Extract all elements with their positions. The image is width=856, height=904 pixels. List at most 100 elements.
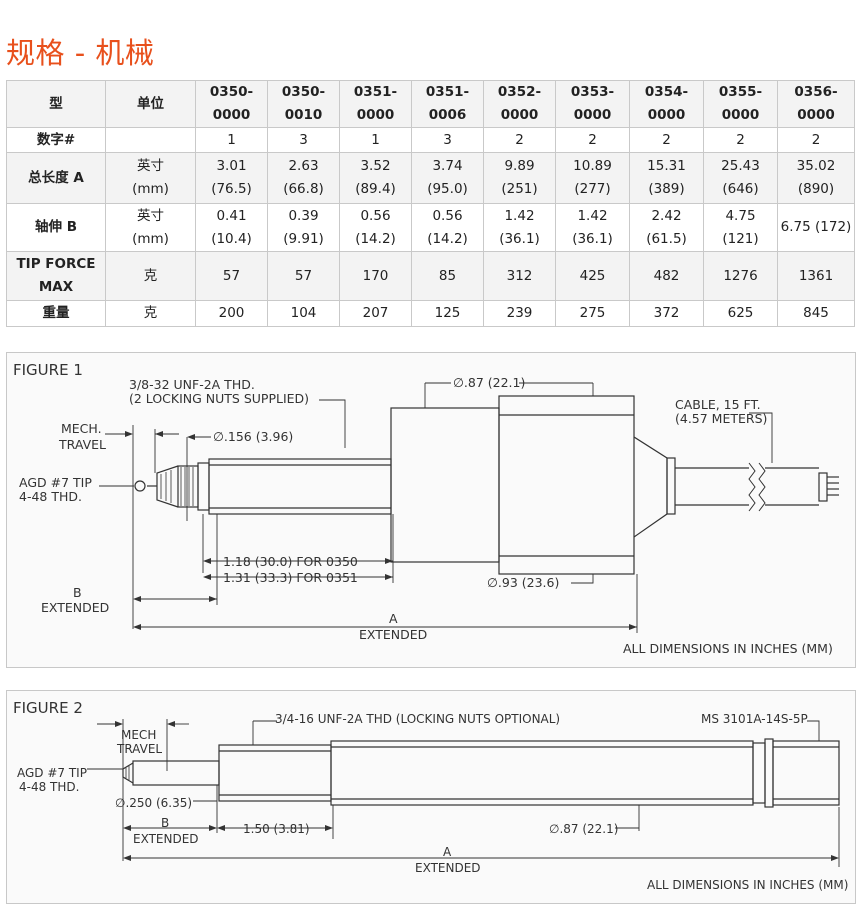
- tip-ball: [134, 480, 146, 492]
- table-cell: 207: [339, 300, 412, 327]
- figure-2-panel: FIGURE 2: [6, 690, 856, 904]
- main-body: [330, 740, 754, 806]
- b-label: B: [73, 585, 82, 600]
- figure-1-title: FIGURE 1: [13, 361, 83, 379]
- main-housing: [498, 395, 635, 575]
- figure-1-drawing: FIGURE 1: [13, 361, 839, 656]
- header-cell: 0356- 0000: [777, 80, 855, 128]
- table-cell: 57: [195, 251, 268, 301]
- b-label: B: [161, 816, 169, 830]
- a-label: A: [389, 611, 398, 626]
- shaft-dia-label: ∅.250 (6.35): [115, 796, 192, 810]
- threaded-section: [218, 744, 332, 802]
- table-cell: 1.42 (36.1): [555, 203, 630, 252]
- table-cell: 0.56 (14.2): [411, 203, 484, 252]
- table-row: TIP FORCE MAX 克 57 57 170 85 312 425 482…: [6, 251, 855, 301]
- connector: [772, 740, 840, 806]
- table-cell: 200: [195, 300, 268, 327]
- header-cell: 0350- 0010: [267, 80, 340, 128]
- shaft-dia-label: ∅.156 (3.96): [213, 429, 293, 444]
- table-header-row: 型 单位 0350- 0000 0350- 0010 0351- 0000 03…: [6, 80, 855, 128]
- header-cell: 0351- 0006: [411, 80, 484, 128]
- table-cell: 2: [777, 127, 855, 153]
- table-cell: 2: [703, 127, 778, 153]
- unit-cell: 克: [105, 300, 196, 327]
- header-cell: 0353- 0000: [555, 80, 630, 128]
- table-cell: 15.31 (389): [629, 152, 704, 204]
- table-cell: 1276: [703, 251, 778, 301]
- table-cell: 9.89 (251): [483, 152, 556, 204]
- table-cell: 170: [339, 251, 412, 301]
- travel-label: TRAVEL: [116, 742, 162, 756]
- table-cell: 25.43 (646): [703, 152, 778, 204]
- row-label: 重量: [6, 300, 106, 327]
- page-title: 规格 - 机械: [6, 36, 155, 70]
- table-cell: 312: [483, 251, 556, 301]
- row-label: 轴伸 B: [6, 203, 106, 252]
- b-extended-label: EXTENDED: [41, 600, 109, 615]
- table-cell: 275: [555, 300, 630, 327]
- unit-cell: 英寸 (mm): [105, 152, 196, 204]
- spec-table: 型 单位 0350- 0000 0350- 0010 0351- 0000 03…: [6, 80, 855, 327]
- tip-label: AGD #7 TIP: [19, 475, 92, 490]
- table-cell: 425: [555, 251, 630, 301]
- a-extended-label: EXTENDED: [415, 861, 481, 875]
- mech-label: MECH.: [61, 421, 102, 436]
- figure-2-drawing: FIGURE 2: [13, 699, 848, 892]
- unit-cell: 克: [105, 251, 196, 301]
- header-cell: 0351- 0000: [339, 80, 412, 128]
- header-cell: 单位: [105, 80, 196, 128]
- table-cell: 2.42 (61.5): [629, 203, 704, 252]
- table-row: 数字# 1 3 1 3 2 2 2 2 2: [6, 127, 855, 153]
- unit-cell: [105, 127, 196, 153]
- row-label: TIP FORCE MAX: [6, 251, 106, 301]
- table-cell: 10.89 (277): [555, 152, 630, 204]
- mid-housing: [390, 407, 500, 563]
- table-cell: 482: [629, 251, 704, 301]
- table-cell: 3: [411, 127, 484, 153]
- table-cell: 845: [777, 300, 855, 327]
- length-label: 1.50 (3.81): [243, 822, 310, 836]
- table-cell: 2: [555, 127, 630, 153]
- figure-2-title: FIGURE 2: [13, 699, 83, 717]
- row-label: 总长度 A: [6, 152, 106, 204]
- connector-label: MS 3101A-14S-5P: [701, 712, 808, 726]
- thread-label: 3/8-32 UNF-2A THD.: [129, 377, 255, 392]
- table-cell: 6.75 (172): [777, 203, 855, 252]
- table-cell: 0.39 (9.91): [267, 203, 340, 252]
- cable-label: CABLE, 15 FT.: [675, 397, 761, 412]
- table-cell: 57: [267, 251, 340, 301]
- table-cell: 104: [267, 300, 340, 327]
- tip-thread-label: 4-48 THD.: [19, 780, 79, 794]
- table-cell: 0.41 (10.4): [195, 203, 268, 252]
- table-cell: 4.75 (121): [703, 203, 778, 252]
- table-row: 轴伸 B 英寸 (mm) 0.41 (10.4) 0.39 (9.91) 0.5…: [6, 203, 855, 252]
- body-dia-label: ∅.87 (22.1): [453, 375, 525, 390]
- a-label: A: [443, 845, 452, 859]
- unit-cell: 英寸 (mm): [105, 203, 196, 252]
- taper-section: [633, 436, 668, 538]
- table-row: 总长度 A 英寸 (mm) 3.01 (76.5) 2.63 (66.8) 3.…: [6, 152, 855, 204]
- table-cell: 2: [483, 127, 556, 153]
- table-cell: 1361: [777, 251, 855, 301]
- travel-label: TRAVEL: [58, 437, 106, 452]
- mech-label: MECH: [121, 728, 156, 742]
- units-note: ALL DIMENSIONS IN INCHES (MM): [623, 641, 833, 656]
- shaft: [132, 760, 220, 786]
- header-cell: 0355- 0000: [703, 80, 778, 128]
- knurled-nut: [177, 465, 199, 508]
- housing-dia-label: ∅.93 (23.6): [487, 575, 559, 590]
- table-cell: 3: [267, 127, 340, 153]
- table-cell: 125: [411, 300, 484, 327]
- nuts-label: (2 LOCKING NUTS SUPPLIED): [129, 391, 309, 406]
- header-cell: 0354- 0000: [629, 80, 704, 128]
- table-cell: 3.74 (95.0): [411, 152, 484, 204]
- cable-length-label: (4.57 METERS): [675, 411, 767, 426]
- tip-label: AGD #7 TIP: [17, 766, 87, 780]
- body-dia-label: ∅.87 (22.1): [549, 822, 618, 836]
- length-0351-label: 1.31 (33.3) FOR 0351: [223, 570, 358, 585]
- table-cell: 0.56 (14.2): [339, 203, 412, 252]
- table-cell: 1: [339, 127, 412, 153]
- length-0350-label: 1.18 (30.0) FOR 0350: [223, 554, 358, 569]
- table-cell: 85: [411, 251, 484, 301]
